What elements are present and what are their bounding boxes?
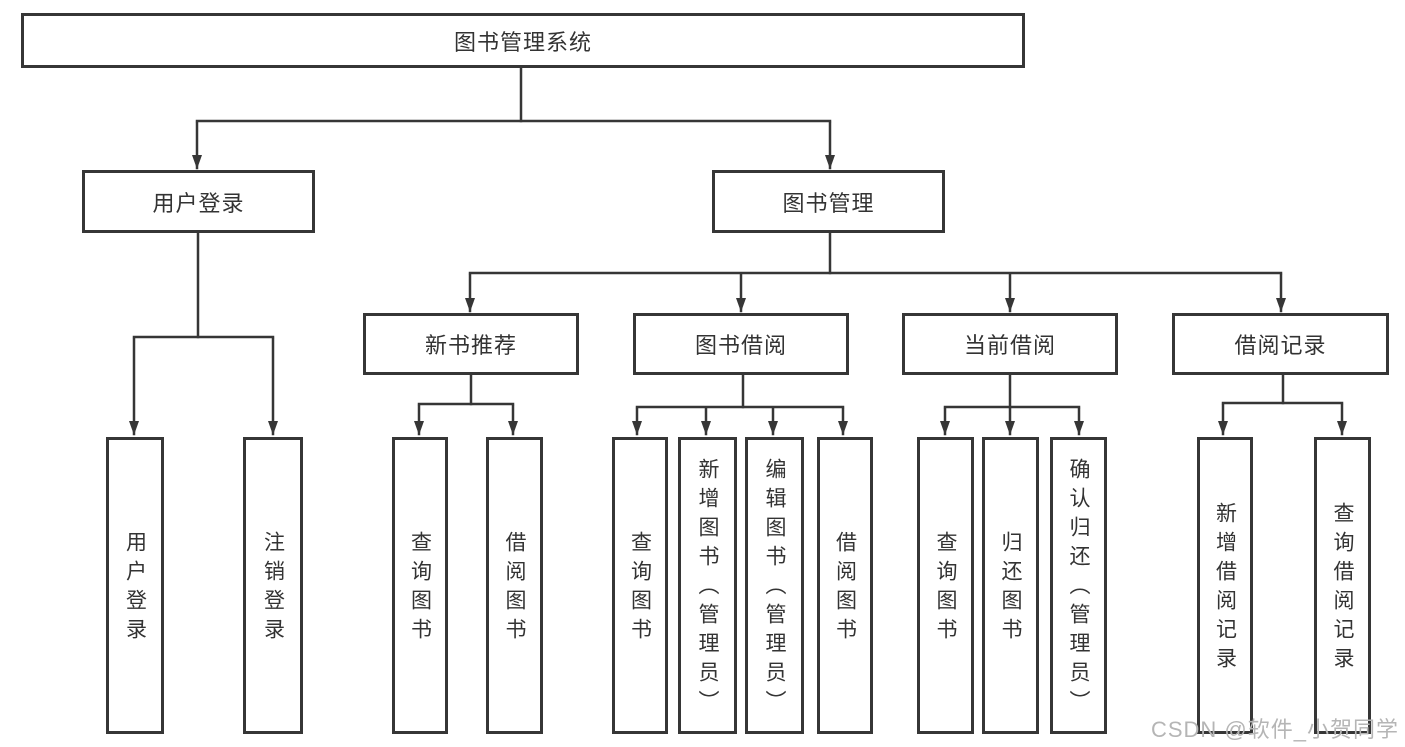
- leaf-borrow-books-recommend: 借阅图书: [486, 437, 543, 734]
- node-new-book-recommend: 新书推荐: [363, 313, 579, 375]
- leaf-query-borrow-record: 查询借阅记录: [1314, 437, 1371, 734]
- leaf-query-books-current: 查询图书: [917, 437, 974, 734]
- node-library-system: 图书管理系统: [21, 13, 1025, 68]
- node-book-borrowing: 图书借阅: [633, 313, 849, 375]
- leaf-logout: 注销登录: [243, 437, 303, 734]
- leaf-edit-books-admin: 编辑图书（管理员）: [745, 437, 804, 734]
- leaf-add-books-admin: 新增图书（管理员）: [678, 437, 737, 734]
- node-current-borrowing: 当前借阅: [902, 313, 1118, 375]
- csdn-watermark: CSDN @软件_小贺同学: [1150, 717, 1399, 742]
- node-user-login: 用户登录: [82, 170, 315, 233]
- leaf-confirm-return-admin: 确认归还（管理员）: [1050, 437, 1107, 734]
- leaf-add-borrow-record: 新增借阅记录: [1197, 437, 1253, 734]
- leaf-return-books: 归还图书: [982, 437, 1039, 734]
- leaf-borrow-books: 借阅图书: [817, 437, 873, 734]
- leaf-query-books: 查询图书: [612, 437, 668, 734]
- leaf-user-login: 用户登录: [106, 437, 164, 734]
- node-book-management: 图书管理: [712, 170, 945, 233]
- leaf-query-books-recommend: 查询图书: [392, 437, 448, 734]
- node-borrowing-records: 借阅记录: [1172, 313, 1389, 375]
